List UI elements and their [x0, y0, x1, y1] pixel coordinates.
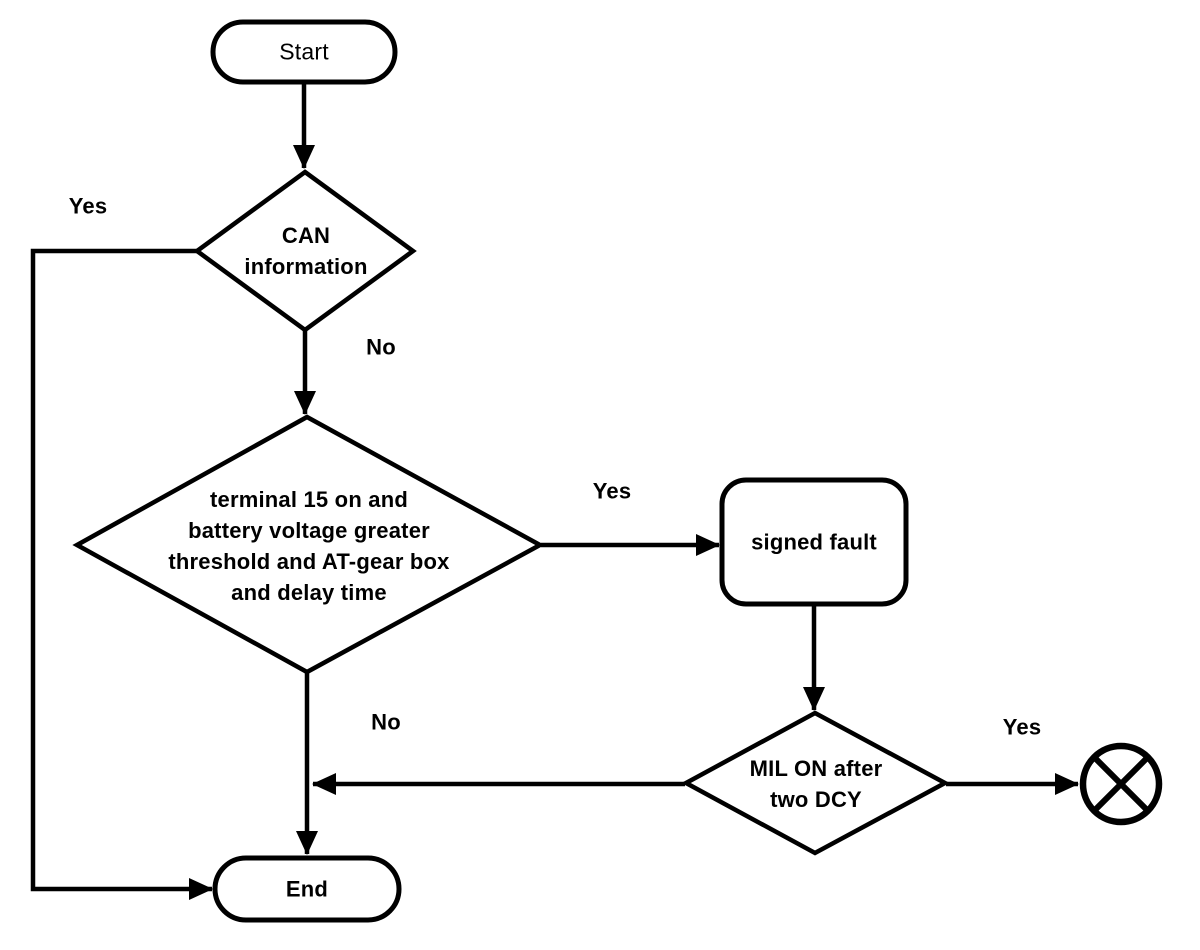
edge-label-can-yes: Yes — [68, 193, 108, 219]
mil-decision-label-line1: MIL ON after — [749, 756, 883, 781]
can-decision-label-line1: CAN — [281, 223, 331, 248]
terminal-decision-label-line2: battery voltage greater — [188, 518, 430, 543]
mil-decision-shape — [681, 710, 950, 856]
mil-decision-label: MIL ON after two DCY — [750, 753, 883, 815]
crossed-circle-icon — [1079, 742, 1163, 826]
can-decision-label-line2: information — [244, 254, 368, 279]
end-label: End — [285, 876, 329, 902]
terminal-decision-label-line1: terminal 15 on and — [210, 487, 408, 512]
edge-label-mil-yes: Yes — [1002, 714, 1042, 740]
edge-can-yes-to-end — [30, 248, 213, 900]
terminal-decision-label-line3: threshold and AT-gear box — [168, 549, 450, 574]
edge-label-terminal-no: No — [371, 709, 401, 735]
end-terminator-shape — [212, 855, 402, 923]
signed-fault-label: signed fault — [751, 529, 877, 555]
start-terminator-shape — [210, 19, 398, 85]
terminal-decision-label: terminal 15 on and battery voltage great… — [168, 484, 449, 608]
mil-decision-label-line2: two DCY — [770, 787, 862, 812]
terminal-decision-shape — [72, 414, 545, 675]
signed-fault-shape — [719, 477, 909, 607]
start-label: Start — [279, 38, 329, 65]
terminal-decision-label-line4: and delay time — [231, 580, 387, 605]
edge-label-can-no: No — [366, 334, 396, 360]
can-decision-label: CAN information — [244, 220, 367, 282]
can-decision-shape — [193, 169, 417, 333]
edge-label-terminal-yes: Yes — [592, 478, 632, 504]
